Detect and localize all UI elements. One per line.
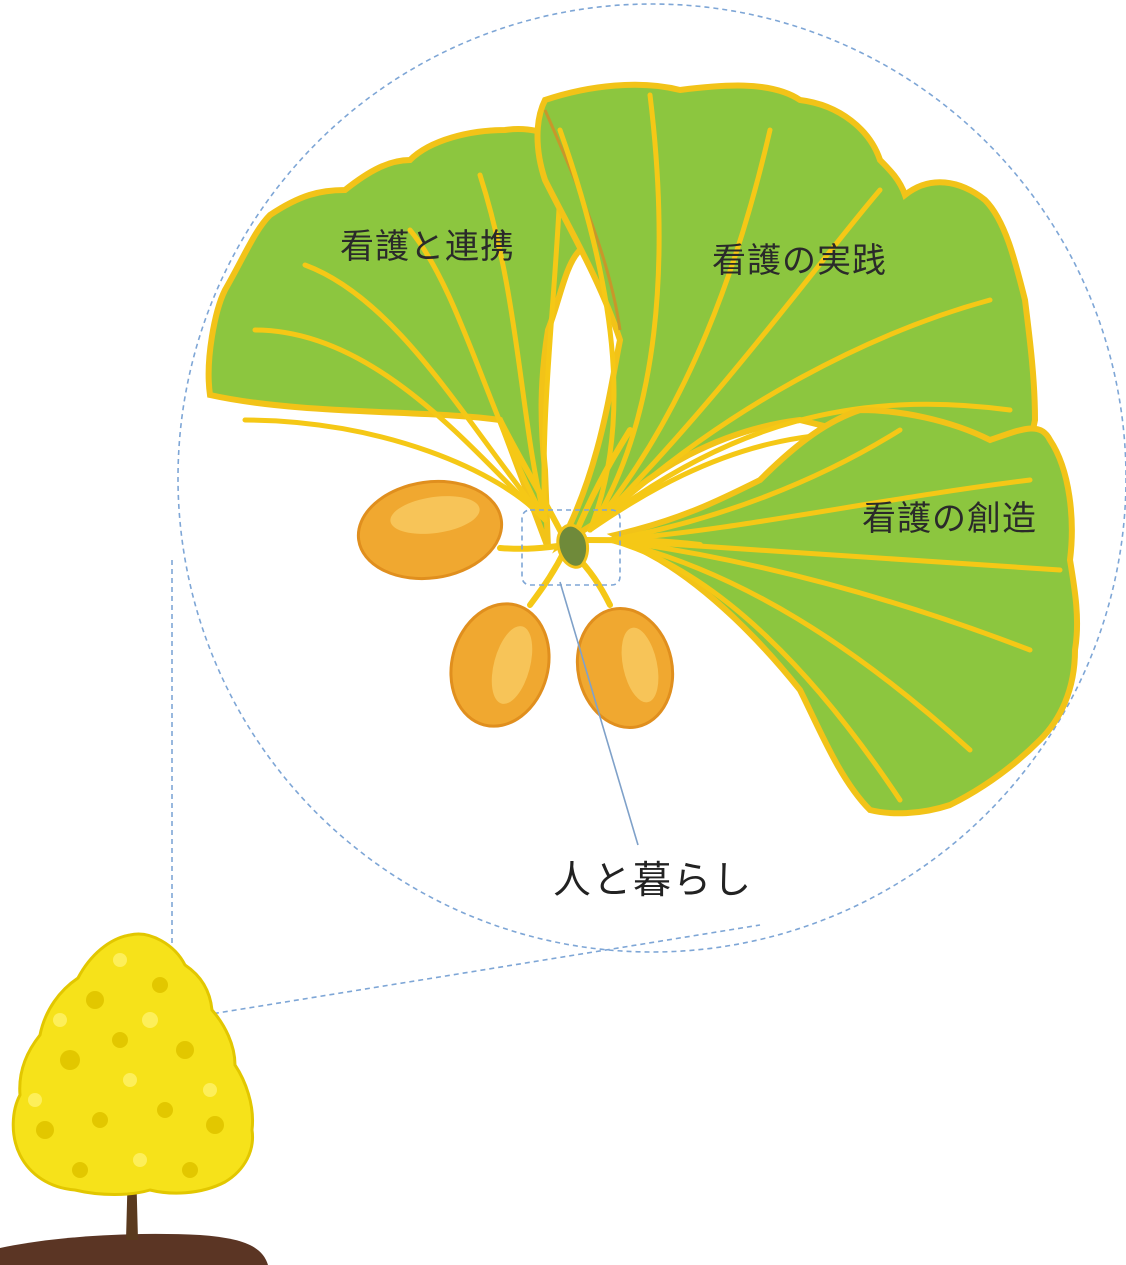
- leaf-highlight: [28, 1093, 42, 1107]
- center-label: 人と暮らし: [553, 858, 753, 902]
- leaf-cluster: [152, 977, 168, 993]
- leaf-right-blade: [615, 410, 1077, 813]
- stem-nut-left: [500, 545, 565, 549]
- leaf-highlight: [142, 1012, 158, 1028]
- leaf-highlight: [53, 1013, 67, 1027]
- leaf-cluster: [36, 1121, 54, 1139]
- leaf-highlight: [123, 1073, 137, 1087]
- leaf-cluster: [112, 1032, 128, 1048]
- ginkgo-nuts: [352, 472, 683, 737]
- leaf-cluster: [176, 1041, 194, 1059]
- nut-bottom-left: [438, 593, 563, 738]
- leaf-left: [209, 129, 600, 548]
- leaf-label-top-right: 看護の実践: [712, 241, 887, 281]
- nut-left: [352, 472, 508, 587]
- leaf-cluster: [72, 1162, 88, 1178]
- leaf-cluster: [60, 1050, 80, 1070]
- tree-foliage: [13, 934, 252, 1194]
- leaf-label-left: 看護と連携: [340, 227, 515, 267]
- leaf-cluster: [157, 1102, 173, 1118]
- leaf-cluster: [206, 1116, 224, 1134]
- leaf-cluster: [86, 991, 104, 1009]
- leaf-cluster: [182, 1162, 198, 1178]
- leaf-label-right: 看護の創造: [862, 499, 1037, 539]
- leaf-highlight: [113, 953, 127, 967]
- nut-bottom-right: [567, 600, 684, 737]
- ginkgo-tree: [0, 934, 268, 1265]
- leaf-highlight: [203, 1083, 217, 1097]
- leaf-cluster: [92, 1112, 108, 1128]
- connector-bottom-line: [205, 925, 760, 1015]
- stem-nut-bottom-left: [530, 550, 565, 605]
- leaf-highlight: [133, 1153, 147, 1167]
